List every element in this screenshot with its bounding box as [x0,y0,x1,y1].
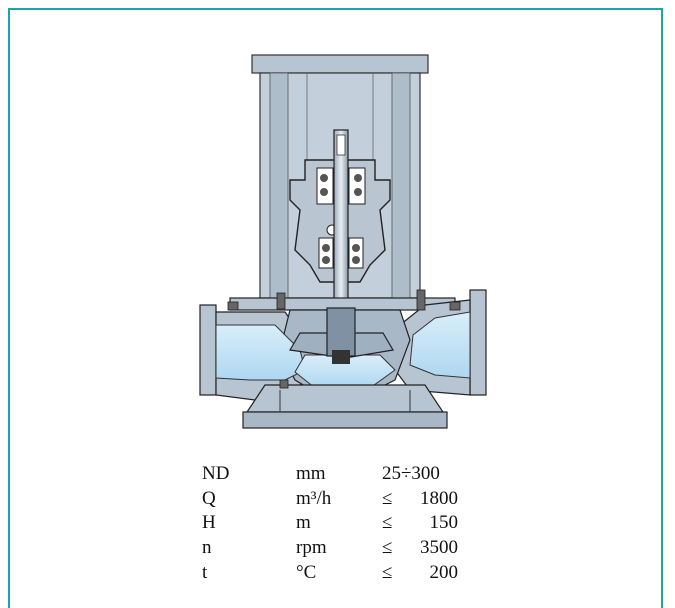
spec-value: 25÷300 [382,463,440,485]
pump-cross-section-drawing [199,54,487,429]
spec-unit: m [296,512,311,534]
spec-operator: ≤ [382,537,393,559]
spec-operator: ≤ [382,487,393,509]
spec-unit: m³/h [296,487,332,509]
spec-unit: mm [296,463,326,485]
impeller [289,307,394,364]
spec-value-cell: ≤200 [382,560,502,585]
spec-value-cell: ≤150 [382,511,502,536]
spec-value: 200 [429,561,459,583]
spec-value: 150 [429,512,459,534]
spec-value-cell: 25÷300 [382,462,502,487]
spec-value: 3500 [420,537,458,559]
flange-bolts [227,289,461,389]
spec-unit: rpm [296,537,327,559]
spec-value-cell: ≤3500 [382,536,502,561]
spec-operator: ≤ [382,561,393,583]
spec-operator: ≤ [382,512,393,534]
spec-symbol: H [202,512,216,534]
spec-row: ND mm 25÷300 [202,462,502,487]
pump-base [242,384,448,429]
spec-value: 1800 [420,487,458,509]
spec-unit: °C [296,561,317,583]
spec-symbol: n [202,537,212,559]
spec-row: t °C ≤200 [202,560,502,585]
spec-symbol: ND [202,463,230,485]
spec-value-cell: ≤1800 [382,487,502,512]
water-passages [215,311,471,389]
spec-symbol: t [202,561,208,583]
spec-symbol: Q [202,487,216,509]
spec-row: n rpm ≤3500 [202,536,502,561]
